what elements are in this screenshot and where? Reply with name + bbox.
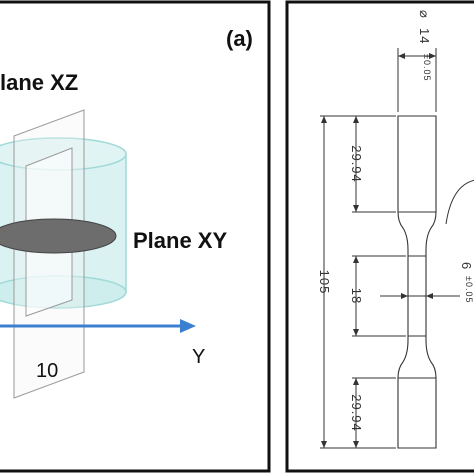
gauge-arrow-a <box>353 256 359 263</box>
overall-length: 105 <box>317 270 332 295</box>
grip-top-length: 29.94 <box>349 145 364 183</box>
plane-xz-label: lane XZ <box>0 70 78 95</box>
overall-arrow-top <box>321 116 327 123</box>
panel-b-frame <box>285 0 474 473</box>
grip-bottom-arrow-b <box>353 441 359 448</box>
neck-tolerance: ±0.05 <box>464 276 474 303</box>
diameter-value: 14 <box>417 28 432 44</box>
diameter-tolerance: ±0.05 <box>422 54 432 81</box>
gauge-length: 18 <box>349 288 364 304</box>
diameter-symbol: ⌀ <box>417 10 432 19</box>
axis-y-arrowhead <box>180 319 196 333</box>
neck-width: 6 <box>459 262 474 270</box>
specimen-outline <box>397 115 437 449</box>
gauge-arrow-b <box>353 329 359 336</box>
diam-arrow-left <box>398 53 405 59</box>
neck-arrow-right <box>426 293 433 299</box>
plane-xy-label: Plane XY <box>133 228 227 253</box>
diam-arrow-right <box>429 53 436 59</box>
tick-10-label: 10 <box>36 360 58 382</box>
plane-xy <box>0 218 117 254</box>
detail-arc <box>445 180 474 225</box>
axis-y-label: Y <box>192 346 205 368</box>
grip-top-arrow-a <box>353 116 359 123</box>
grip-bottom-arrow-a <box>353 378 359 385</box>
panel-a: (a) lane XZ Plane XY Y 10 <box>0 0 271 473</box>
panel-b: ⌀ 14 ±0.05 105 29.94 18 29.94 <box>285 0 474 473</box>
panel-a-label: (a) <box>226 26 253 51</box>
grip-bottom-length: 29.94 <box>349 394 364 432</box>
grip-top-arrow-b <box>353 205 359 212</box>
overall-arrow-bottom <box>321 441 327 448</box>
neck-arrow-left <box>401 293 408 299</box>
